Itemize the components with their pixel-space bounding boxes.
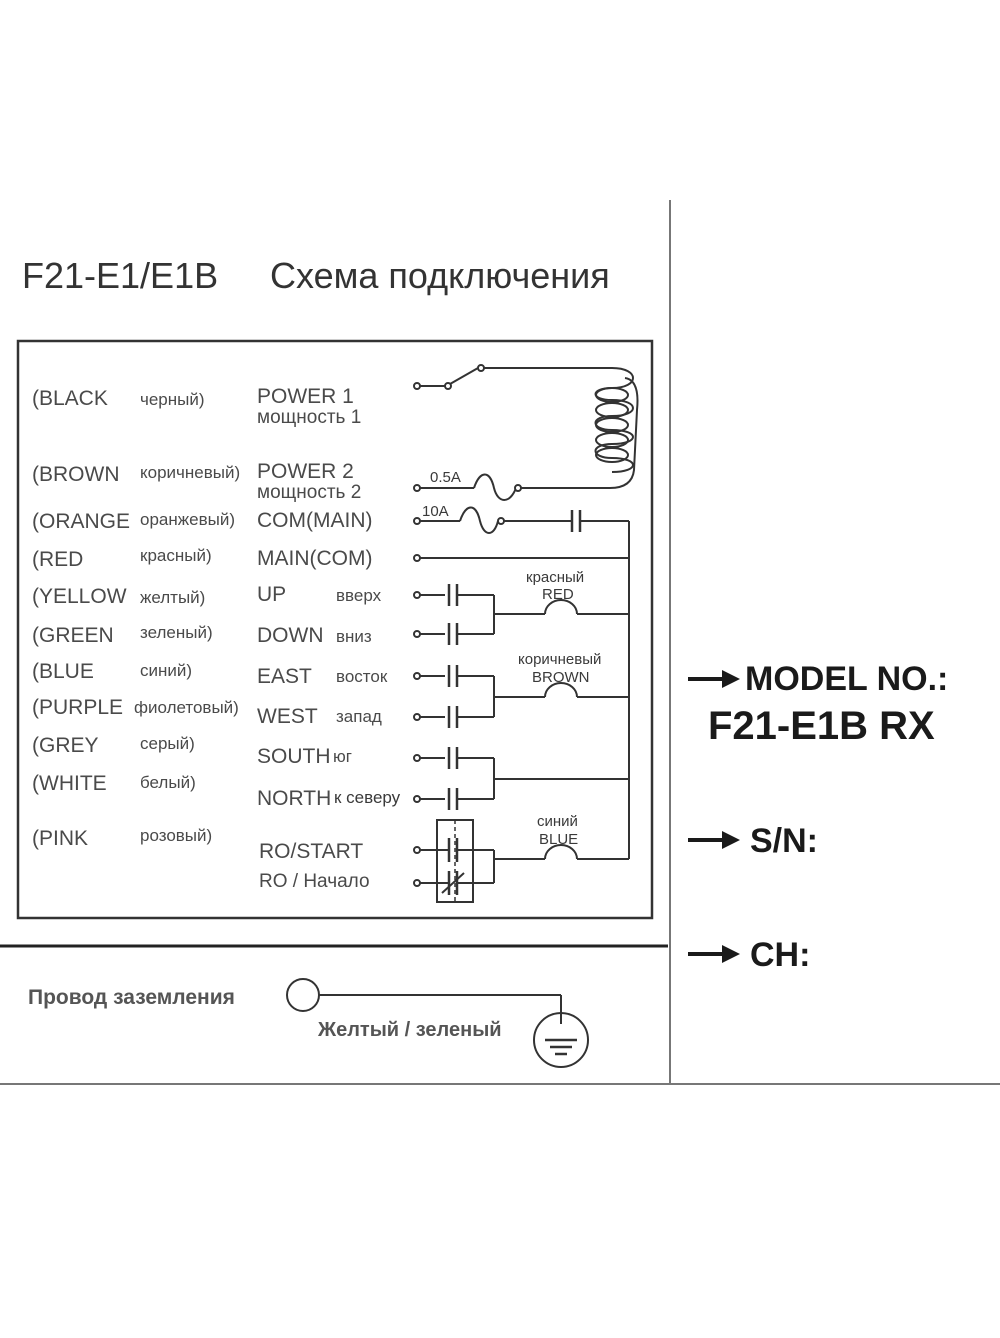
signal-label-ru: вниз xyxy=(336,627,372,646)
diagram-model-title: F21-E1/E1B xyxy=(22,255,218,296)
signal-label: SOUTH xyxy=(257,745,331,768)
model-arrow-icon xyxy=(688,670,740,688)
wire-color-en: (PINK xyxy=(32,827,88,850)
diagram-frame xyxy=(16,339,654,920)
ground-wire-label: Провод заземления xyxy=(28,986,235,1009)
ground-wire-color: Желтый / зеленый xyxy=(317,1019,502,1041)
ch-arrow-icon xyxy=(688,945,740,963)
wire-color-ru: желтый) xyxy=(140,588,205,607)
wire-color-en: (BLUE xyxy=(32,660,94,683)
coil-label-en: RED xyxy=(542,586,574,603)
signal-label-ru: юг xyxy=(333,747,352,766)
signal-label: COM(MAIN) xyxy=(257,509,372,532)
signal-label: DOWN xyxy=(257,624,324,647)
coil-label-ru: коричневый xyxy=(518,651,601,668)
wire-color-ru: белый) xyxy=(140,773,196,792)
ground-symbol xyxy=(286,978,589,1068)
signal-label: EAST xyxy=(257,665,312,688)
wire-color-en: (BROWN xyxy=(32,463,120,486)
sn-arrow-icon xyxy=(688,831,740,849)
wire-color-ru: коричневый) xyxy=(140,463,240,482)
signal-label: UP xyxy=(257,583,286,606)
circuit-schematic: 0.5A 10A красный RED xyxy=(413,364,639,903)
signal-label: POWER 2 xyxy=(257,460,354,483)
wire-color-ru: розовый) xyxy=(140,826,212,845)
model-number-label: MODEL NO.: xyxy=(745,660,948,698)
wire-color-en: (GREEN xyxy=(32,624,114,647)
signal-label-ru: RO / Начало xyxy=(259,871,370,892)
wire-color-ru: синий) xyxy=(140,661,192,680)
signal-label: POWER 1 xyxy=(257,385,354,408)
signal-label-ru: к северу xyxy=(334,788,401,807)
wire-color-ru: красный) xyxy=(140,546,212,565)
wire-color-ru: зеленый) xyxy=(140,623,213,642)
wire-color-en: (RED xyxy=(32,548,83,571)
coil-label-en: BROWN xyxy=(532,669,590,686)
signal-label-ru: восток xyxy=(336,667,388,686)
channel-label: CH: xyxy=(750,936,810,974)
wire-color-en: (WHITE xyxy=(32,772,107,795)
signal-label-ru: вверх xyxy=(336,586,382,605)
signal-label-ru: мощность 2 xyxy=(257,482,361,503)
fuse-rating-small: 0.5A xyxy=(430,469,461,486)
coil-label-en: BLUE xyxy=(539,831,578,848)
signal-label: WEST xyxy=(257,705,318,728)
signal-label: NORTH xyxy=(257,787,331,810)
signal-label-ru: мощность 1 xyxy=(257,407,361,428)
wire-color-ru: оранжевый) xyxy=(140,510,235,529)
wire-color-ru: серый) xyxy=(140,734,195,753)
serial-number-label: S/N: xyxy=(750,822,818,860)
wire-color-en: (ORANGE xyxy=(32,510,130,533)
wire-color-en: (PURPLE xyxy=(32,696,123,719)
coil-label-ru: красный xyxy=(526,569,584,586)
wire-color-en: (BLACK xyxy=(32,387,108,410)
diagram-caption: Схема подключения xyxy=(270,255,610,296)
coil-label-ru: синий xyxy=(537,813,578,830)
wire-color-en: (YELLOW xyxy=(32,585,127,608)
fuse-rating-large: 10A xyxy=(422,503,449,520)
signal-label: RO/START xyxy=(259,840,363,863)
model-number-value: F21-E1B RX xyxy=(708,704,935,748)
wire-color-ru: черный) xyxy=(140,390,205,409)
wire-color-ru: фиолетовый) xyxy=(134,698,239,717)
signal-label-ru: запад xyxy=(336,707,382,726)
wire-color-en: (GREY xyxy=(32,734,99,757)
signal-label: MAIN(COM) xyxy=(257,547,372,570)
